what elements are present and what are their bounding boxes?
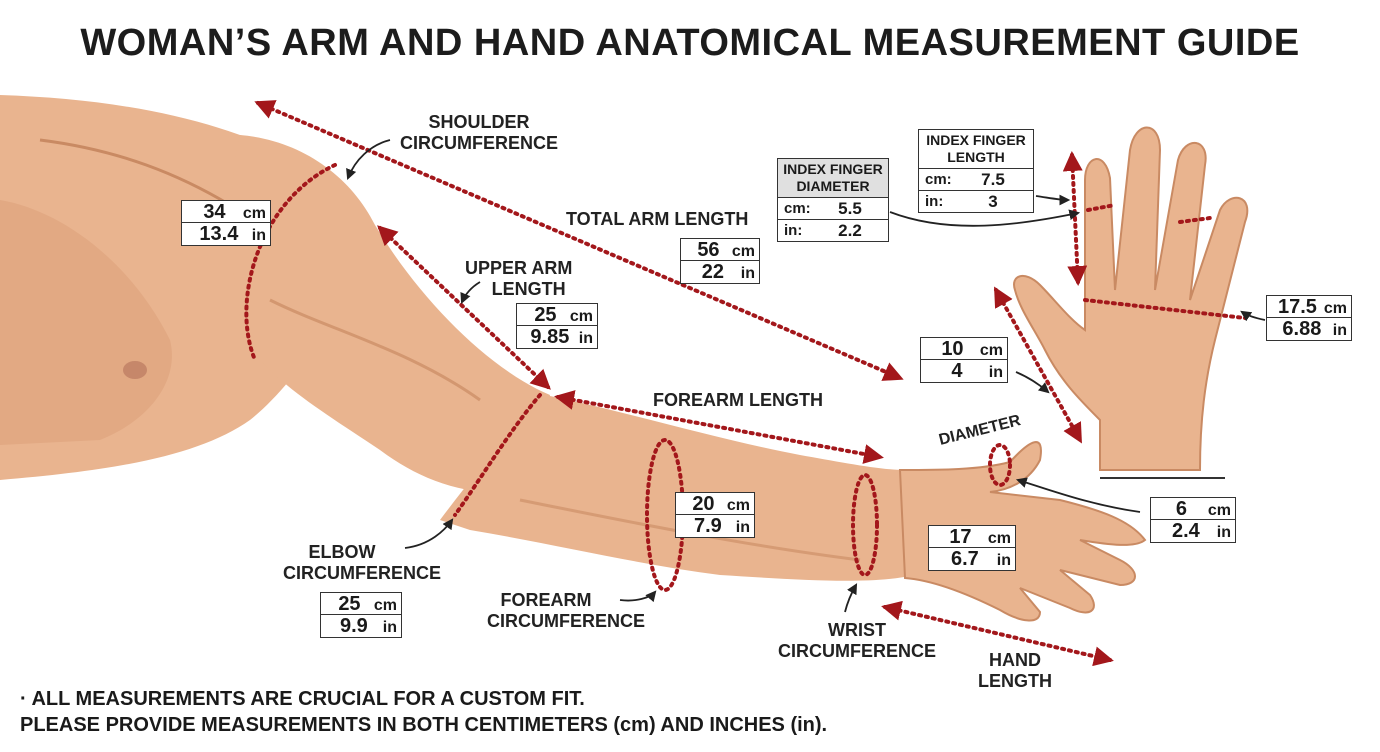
index-length-pointer bbox=[1036, 196, 1068, 200]
index-finger-length-line bbox=[1072, 155, 1078, 282]
page-title: WOMAN’S ARM AND HAND ANATOMICAL MEASUREM… bbox=[0, 22, 1380, 65]
palm-hand-shape bbox=[1014, 128, 1247, 471]
wrist-pointer bbox=[845, 585, 856, 612]
index-diameter-pointer bbox=[890, 212, 1078, 226]
footer-line-1: · ALL MEASUREMENTS ARE CRUCIAL FOR A CUS… bbox=[20, 686, 827, 712]
footer-line-2: PLEASE PROVIDE MEASUREMENTS IN BOTH CENT… bbox=[20, 712, 827, 738]
nipple bbox=[123, 361, 147, 379]
forearm-length-label: FOREARM LENGTH bbox=[653, 390, 823, 411]
footer-note: · ALL MEASUREMENTS ARE CRUCIAL FOR A CUS… bbox=[20, 686, 827, 738]
upper-arm-shape bbox=[231, 135, 550, 493]
total-arm-length-label: TOTAL ARM LENGTH bbox=[566, 209, 748, 230]
